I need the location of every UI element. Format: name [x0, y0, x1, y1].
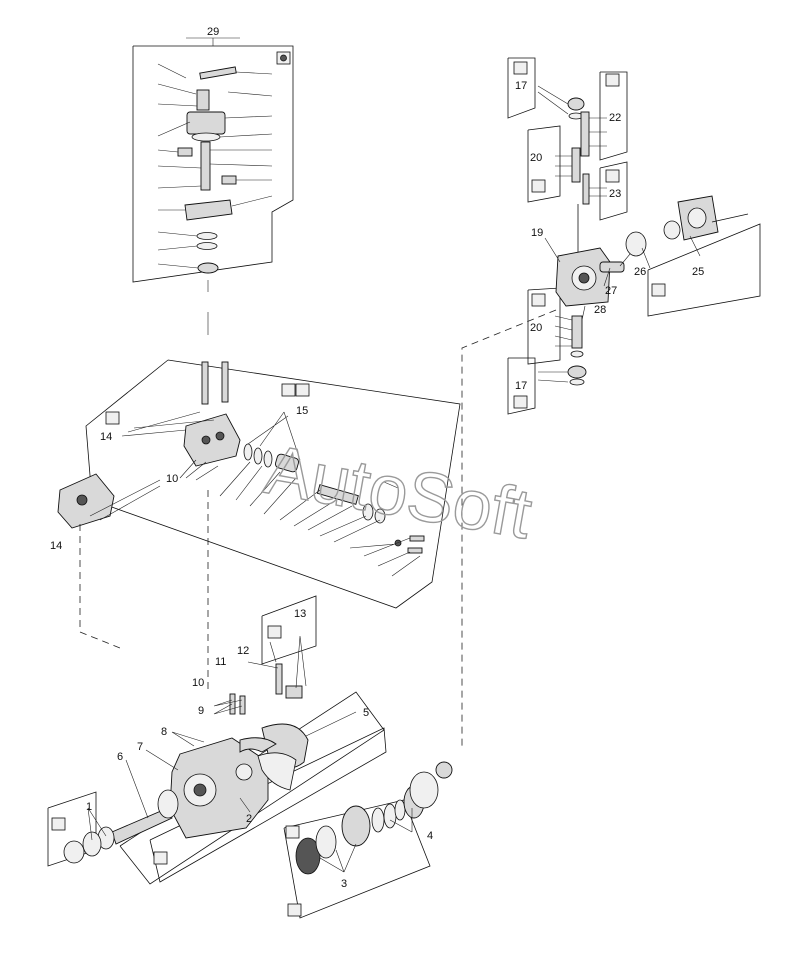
- callout-14-bottom: 14: [50, 540, 62, 552]
- callout-9: 9: [198, 705, 204, 717]
- callout-22: 22: [609, 112, 621, 124]
- callout-11: 11: [215, 656, 226, 668]
- callout-20-top: 20: [530, 152, 542, 164]
- callout-13: 13: [294, 608, 306, 620]
- callout-3: 3: [341, 878, 347, 890]
- callout-7: 7: [137, 741, 143, 753]
- kit-symbol-icon: [105, 411, 120, 425]
- kit-symbol-icon: [651, 283, 666, 297]
- callout-29: 29: [207, 26, 219, 38]
- kit-symbol-icon: [531, 179, 546, 193]
- watermark-text: AutoSoft: [259, 430, 537, 553]
- callout-10-bottom: 10: [192, 677, 204, 689]
- callout-12: 12: [237, 645, 249, 657]
- callout-labels: 29 17 22 20 23 19 26 25 27 28 20 17 15 1…: [50, 26, 704, 890]
- callout-4: 4: [427, 830, 433, 842]
- kit-symbol-icon: [513, 61, 528, 75]
- callout-15: 15: [296, 405, 308, 417]
- callout-14-top: 14: [100, 431, 112, 443]
- kit-symbol-icon: [513, 395, 528, 409]
- callout-1: 1: [86, 801, 92, 813]
- kit-symbol-icon: [285, 825, 300, 839]
- kit-symbol-icon: [605, 73, 620, 87]
- control-group-middle: [57, 359, 461, 690]
- callout-25: 25: [692, 266, 704, 278]
- kit-29-group: [132, 37, 294, 335]
- callout-17-top: 17: [515, 80, 527, 92]
- kit-symbol-icon: [287, 903, 302, 917]
- callout-26: 26: [634, 266, 646, 278]
- kit-symbol-icon: [295, 383, 310, 397]
- callout-10-middle: 10: [166, 473, 178, 485]
- kit-symbol-icon: [153, 851, 168, 865]
- callout-2: 2: [246, 813, 252, 825]
- callout-27: 27: [605, 285, 617, 297]
- callout-28: 28: [594, 304, 606, 316]
- callout-20-bottom: 20: [530, 322, 542, 334]
- callout-17-bottom: 17: [515, 380, 527, 392]
- kit-symbol-icon: [531, 293, 546, 307]
- kit-symbol-icon: [605, 169, 620, 183]
- kit-symbol-icon: [281, 383, 296, 397]
- kit-symbol-icon: [51, 817, 66, 831]
- callout-5: 5: [363, 707, 369, 719]
- pump-group-bottom: [47, 595, 453, 919]
- callout-6: 6: [117, 751, 123, 763]
- valve-group-right: [461, 57, 761, 750]
- callout-23: 23: [609, 188, 621, 200]
- callout-8: 8: [161, 726, 167, 738]
- callout-19: 19: [531, 227, 543, 239]
- kit-symbol-icon: [267, 625, 282, 639]
